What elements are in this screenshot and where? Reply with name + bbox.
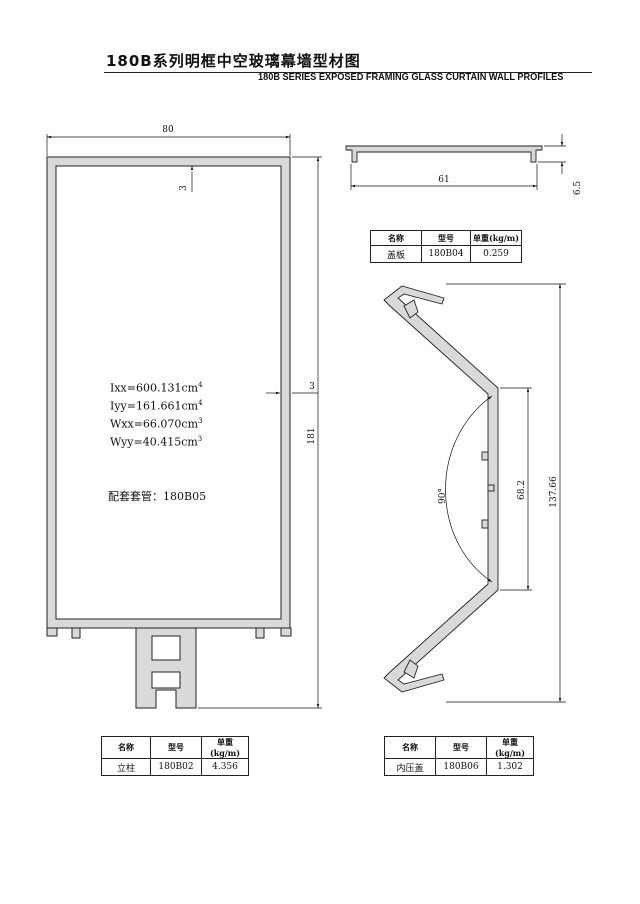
page-subtitle: 180B SERIES EXPOSED FRAMING GLASS CURTAI… (258, 72, 564, 83)
dim-label-angle: 90° (438, 488, 448, 504)
angle-arc (445, 395, 493, 583)
mullion-profile (46, 156, 292, 709)
cell-name: 盖板 (370, 245, 422, 263)
th-model: 型号 (435, 736, 487, 759)
dim-label-mullion-height: 181 (307, 427, 317, 444)
dim-label-cover-width: 61 (438, 175, 449, 185)
dim-label-top-wall: 3 (179, 185, 189, 191)
dim-label-cover-height: 6.5 (573, 181, 583, 196)
dim-label-pressure-short: 68.2 (517, 480, 527, 500)
cell-name: 内压盖 (384, 758, 436, 776)
mullion-stem (135, 627, 197, 709)
cell-weight: 1.302 (486, 758, 534, 776)
th-weight: 单重(kg/m) (486, 736, 534, 759)
page-title: 180B系列明框中空玻璃幕墙型材图 (106, 52, 361, 70)
th-name: 名称 (101, 736, 151, 759)
matching-sleeve-note: 配套套管：180B05 (108, 490, 207, 503)
cell-model: 180B02 (150, 758, 202, 776)
dim-label-pressure-long: 137.66 (549, 476, 559, 508)
dim-mullion-height (198, 156, 322, 709)
dim-pressure-short (500, 387, 532, 591)
th-model: 型号 (150, 736, 202, 759)
cell-model: 180B04 (421, 245, 471, 263)
pressure-cap-profile (383, 285, 499, 693)
th-name: 名称 (370, 230, 422, 246)
section-properties: Ixx=600.131cm4 Iyy=161.661cm4 Wxx=66.070… (110, 378, 203, 451)
spec-table-mullion: 名称 型号 单重(kg/m) 立柱 180B02 4.356 (101, 736, 249, 776)
prop-wxx: Wxx=66.070cm3 (110, 417, 203, 431)
th-weight: 单重(kg/m) (201, 736, 249, 759)
cell-name: 立柱 (101, 758, 151, 776)
th-model: 型号 (421, 230, 471, 246)
prop-iyy: Iyy=161.661cm4 (110, 399, 203, 413)
th-name: 名称 (384, 736, 436, 759)
dim-pressure-long (446, 283, 566, 703)
cell-model: 180B06 (435, 758, 487, 776)
spec-table-cover: 名称 型号 单重(kg/m) 盖板 180B04 0.259 (370, 230, 522, 263)
dim-mullion-width (46, 134, 291, 156)
prop-wyy: Wyy=40.415cm3 (110, 435, 203, 450)
cell-weight: 0.259 (470, 245, 522, 263)
dim-label-mullion-width: 80 (162, 125, 174, 135)
spec-table-pressure-cap: 名称 型号 单重(kg/m) 内压盖 180B06 1.302 (384, 736, 534, 776)
title-underline (104, 72, 592, 73)
dim-cover (350, 134, 566, 190)
cell-weight: 4.356 (201, 758, 249, 776)
dim-label-side-wall: 3 (309, 382, 315, 392)
th-weight: 单重(kg/m) (470, 230, 522, 246)
prop-ixx: Ixx=600.131cm4 (110, 381, 203, 395)
cover-plate-profile (345, 145, 543, 163)
